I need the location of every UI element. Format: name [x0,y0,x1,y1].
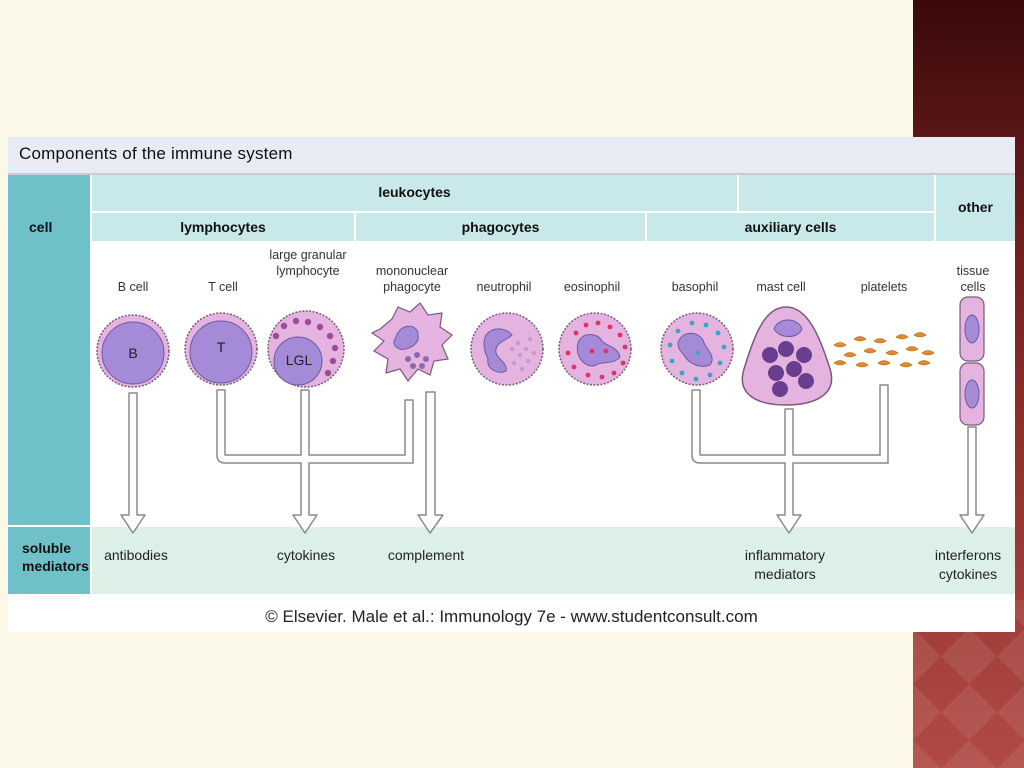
cytokines-label: cytokines [276,547,336,563]
mast-cell-name: mast cell [756,280,806,294]
antibodies-label: antibodies [104,547,168,563]
cell-row-label-box: cell [8,175,90,525]
lymphocytes-label: lymphocytes [180,219,266,235]
phagocytes-label: phagocytes [461,219,540,235]
mediators-row-label: soluble mediators [22,540,89,574]
interferons-cytokines-label: interferons cytokines [934,547,1002,582]
t-cell-icon: T [184,312,258,386]
cell-row-label: cell [29,219,53,235]
platelets-name: platelets [860,280,908,294]
b-nucleus-label: B [128,345,137,361]
other-label: other [958,199,993,215]
neutrophil-name: neutrophil [476,280,532,294]
leukocytes-header-cont [739,175,934,211]
lymphocytes-header: lymphocytes [92,213,354,241]
platelets-icon [833,332,935,368]
tissue-cells-name: tissue cells [956,264,990,294]
basophil-icon [660,312,734,386]
leukocytes-label: leukocytes [378,184,451,200]
lgl-nucleus-label: LGL [286,352,313,368]
mediators-band [92,527,1015,594]
immune-system-figure: Components of the immune system cell sol… [8,137,1015,632]
auxiliary-header: auxiliary cells [647,213,934,241]
leukocytes-header: leukocytes [92,175,737,211]
mononuclear-phagocyte-name: mononuclear phagocyte [375,264,449,294]
auxiliary-label: auxiliary cells [744,219,837,235]
eosinophil-icon [558,312,632,386]
t-nucleus-label: T [217,339,226,355]
b-cell-icon: B [96,314,170,388]
mediators-row-label-box: soluble mediators [8,527,90,594]
lgl-name: large granular lymphocyte [269,248,347,278]
mononuclear-phagocyte-icon [370,302,453,383]
cell-artwork: B T LGL [96,296,985,534]
basophil-name: basophil [671,280,719,294]
b-cell-name: B cell [117,280,149,294]
other-header: other [936,175,1015,241]
tissue-cells-icon [959,296,985,426]
inflammatory-mediators-label: inflammatory mediators [744,547,826,582]
figure-title: Components of the immune system [19,144,293,163]
lgl-icon: LGL [267,310,345,388]
complement-label: complement [387,547,465,563]
figure-title-bar: Components of the immune system [8,137,1015,175]
neutrophil-icon [470,312,544,386]
phagocytes-header: phagocytes [356,213,645,241]
mast-cell-icon [741,306,833,406]
eosinophil-name: eosinophil [563,280,621,294]
t-cell-name: T cell [208,280,238,294]
arrows [120,384,985,534]
copyright-credit: © Elsevier. Male et al.: Immunology 7e -… [265,607,758,626]
